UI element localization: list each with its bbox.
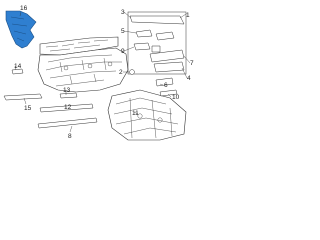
part-5-piece xyxy=(135,29,175,41)
part-14-bracket xyxy=(11,68,24,75)
callout-6: 6 xyxy=(164,82,168,89)
callout-14: 14 xyxy=(14,63,22,70)
callout-8: 8 xyxy=(68,133,72,140)
callout-10: 10 xyxy=(172,94,180,101)
callout-12: 12 xyxy=(64,104,72,111)
part-15-strip xyxy=(3,93,43,101)
part-9-piece xyxy=(133,42,161,53)
callout-2: 2 xyxy=(119,69,123,76)
callout-9: 9 xyxy=(121,48,125,55)
part-3-rod xyxy=(129,15,185,25)
cowl-panel xyxy=(39,36,119,56)
leader-lines xyxy=(65,11,191,115)
dash-panel-details xyxy=(45,54,122,87)
cowl-panel-ribs xyxy=(45,39,109,52)
callout-3: 3 xyxy=(121,9,125,16)
insulator-detail-lines xyxy=(10,16,28,42)
part-13-bracket xyxy=(59,92,78,99)
lower-dash-details xyxy=(113,97,179,139)
subassembly-frame xyxy=(127,11,187,75)
callout-15: 15 xyxy=(24,105,32,112)
callout-1: 1 xyxy=(186,12,190,19)
part-4-panel xyxy=(153,61,185,73)
part-8-bar xyxy=(37,117,98,129)
leader-16 xyxy=(19,11,22,17)
part-12-bar xyxy=(39,103,94,113)
callout-11: 11 xyxy=(132,110,139,117)
part-10-piece xyxy=(159,89,178,97)
callout-4: 4 xyxy=(187,75,191,82)
part-2-clip xyxy=(129,69,135,75)
callout-16: 16 xyxy=(20,5,28,12)
highlighted-insulator-part xyxy=(5,10,37,49)
part-7-panel xyxy=(149,49,185,63)
callout-7: 7 xyxy=(190,60,194,67)
callout-5: 5 xyxy=(121,28,125,35)
dash-panel xyxy=(37,47,129,93)
lower-dash-assembly xyxy=(107,89,187,141)
parts-diagram xyxy=(3,10,191,141)
callout-13: 13 xyxy=(63,87,71,94)
